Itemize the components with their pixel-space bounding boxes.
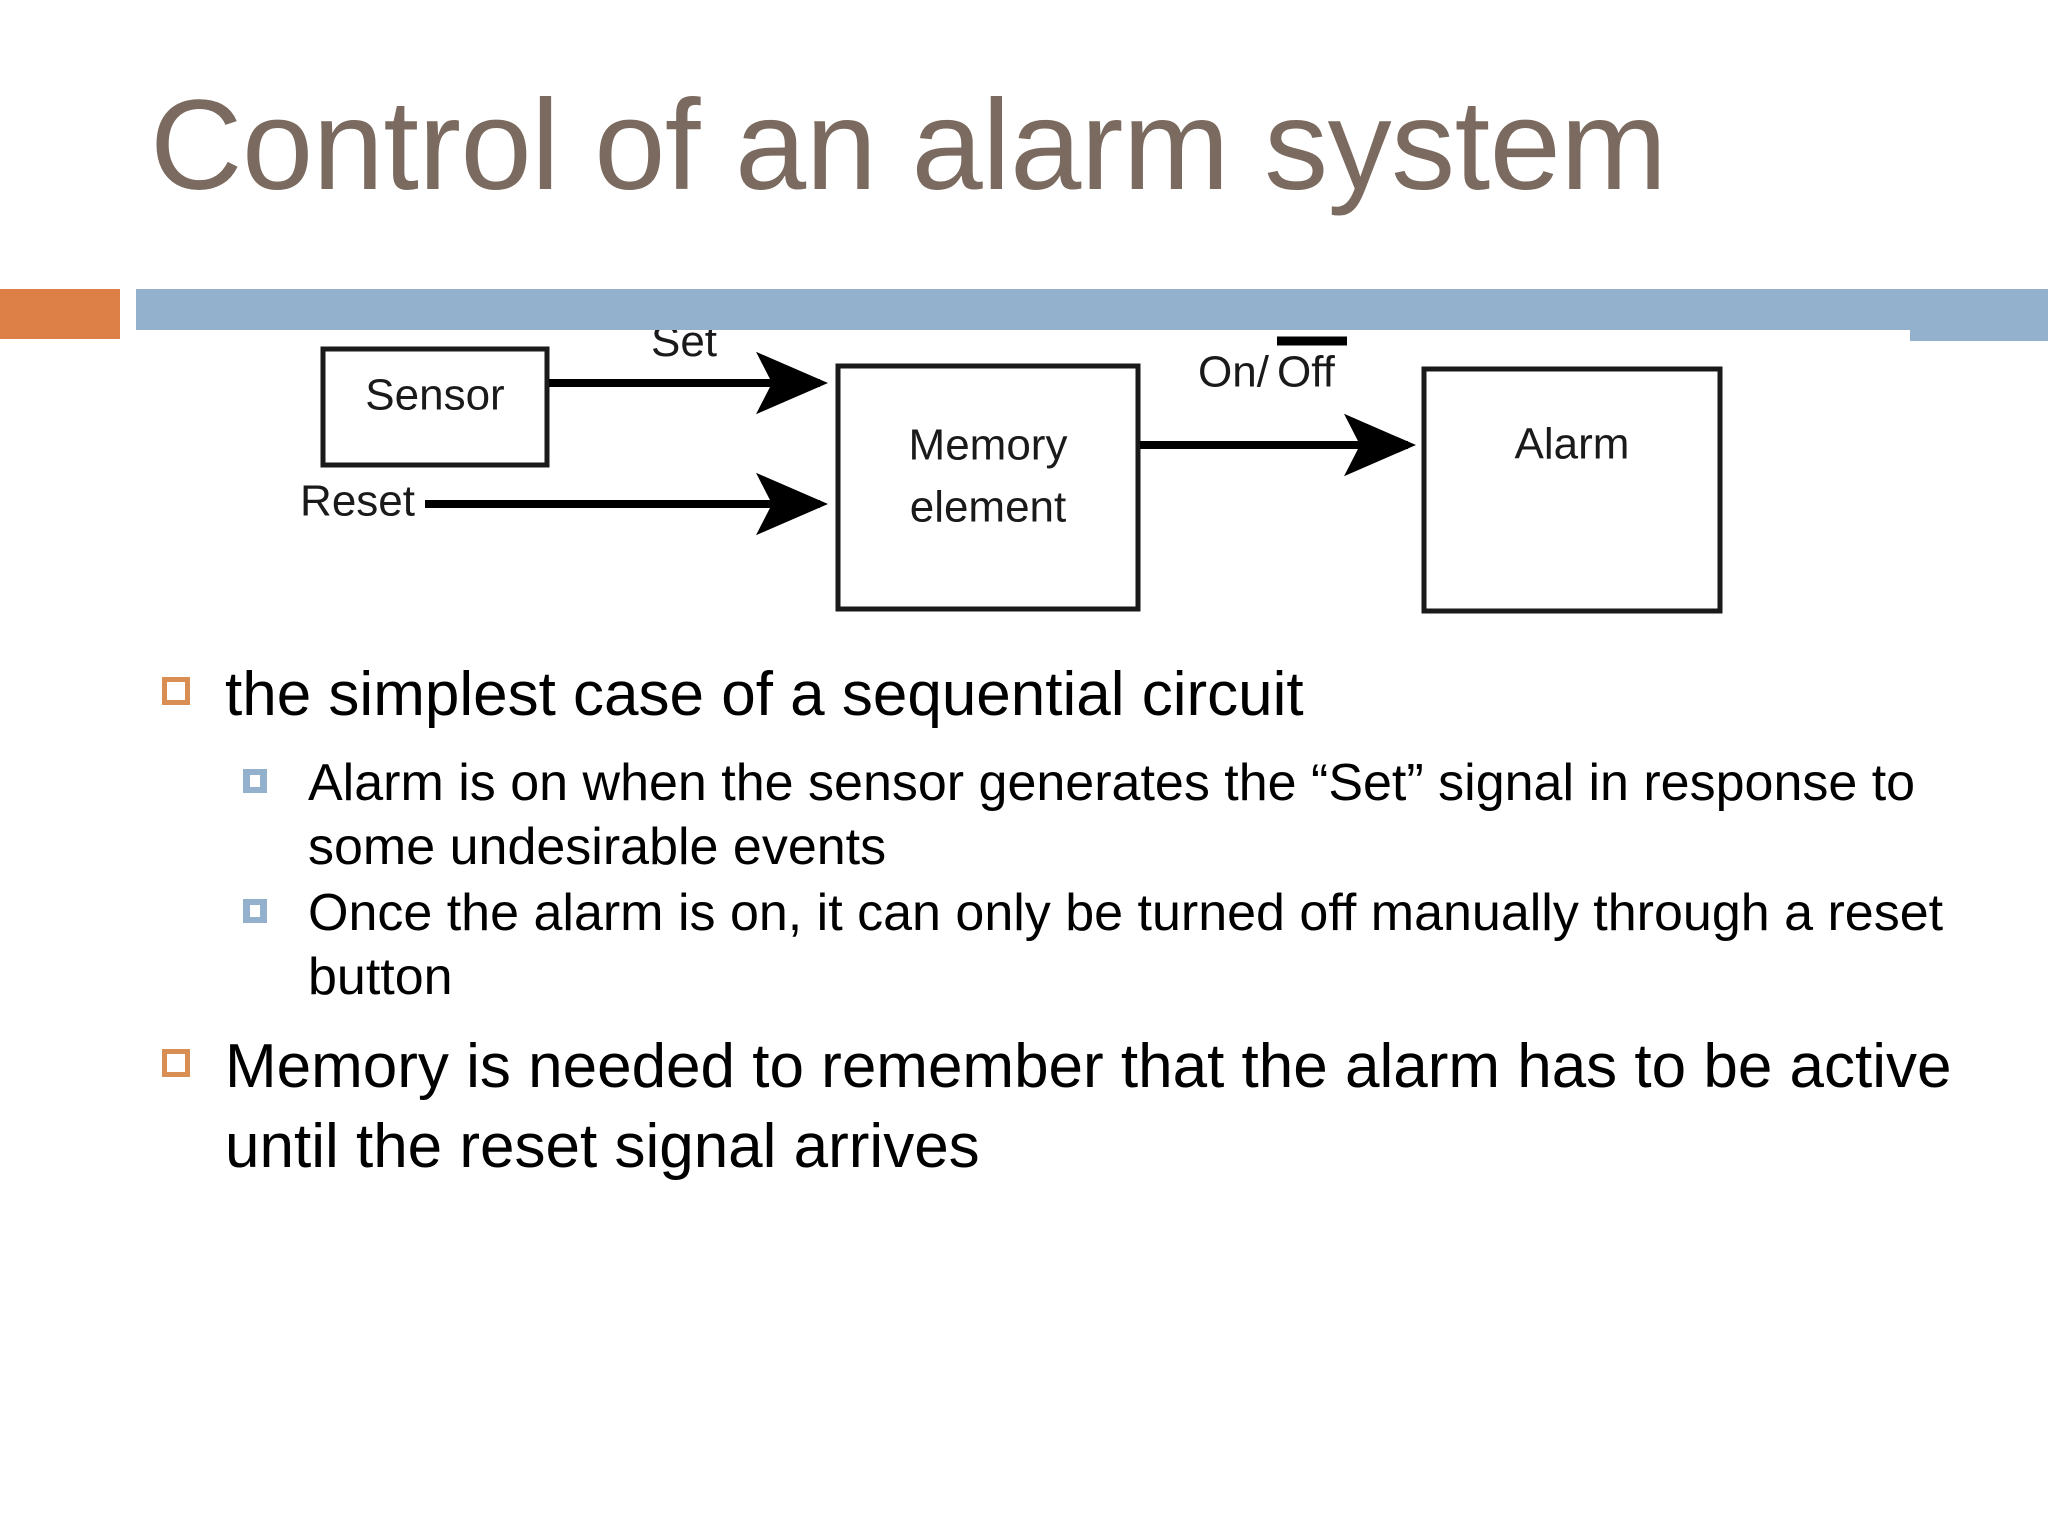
bullet-text: the simplest case of a sequential circui… — [225, 660, 1304, 729]
divider-accent-blue-step — [1910, 289, 2048, 341]
diagram-signal-onoff: On/ Off — [1140, 336, 1416, 477]
slide-body: the simplest case of a sequential circui… — [0, 655, 2048, 1193]
bullet-text: Alarm is on when the sensor generates th… — [308, 754, 1916, 876]
diagram-block-sensor: Sensor — [320, 346, 550, 468]
bullet-marker-square-orange-icon — [162, 677, 190, 705]
diagram-block-alarm-label: Alarm — [1515, 420, 1630, 469]
page-title: Control of an alarm system — [150, 74, 1667, 217]
diagram-signal-reset-label: Reset — [300, 477, 415, 526]
diagram-block-sensor-label: Sensor — [365, 371, 504, 420]
diagram-signal-set-label: Set — [651, 330, 717, 366]
alarm-system-block-diagram: Sensor Memory element Alarm Set Reset On… — [0, 330, 2048, 640]
diagram-signal-onoff-label-on: On/ — [1198, 348, 1270, 397]
bullet-item-level2: Alarm is on when the sensor generates th… — [0, 751, 2048, 879]
diagram-block-memory-label-line1: Memory — [909, 421, 1068, 470]
diagram-signal-onoff-label-off: Off — [1277, 348, 1336, 397]
diagram-block-alarm: Alarm — [1421, 366, 1723, 614]
divider-accent-blue — [136, 289, 2048, 330]
bullet-item-level1: Memory is needed to remember that the al… — [0, 1027, 2015, 1187]
bullet-text: Memory is needed to remember that the al… — [225, 1032, 1952, 1181]
bullet-marker-square-blue-icon — [243, 769, 267, 793]
diagram-signal-reset: Reset — [300, 472, 828, 536]
bullet-sublist: Alarm is on when the sensor generates th… — [0, 751, 2048, 1009]
diagram-block-memory-label-line2: element — [910, 483, 1067, 532]
diagram-signal-set: Set — [549, 330, 828, 415]
bullet-marker-square-blue-icon — [243, 899, 267, 923]
bullet-marker-square-orange-icon — [162, 1049, 190, 1077]
bullet-item-level2: Once the alarm is on, it can only be tur… — [0, 881, 2048, 1009]
bullet-item-level1: the simplest case of a sequential circui… — [0, 655, 2015, 735]
bullet-text: Once the alarm is on, it can only be tur… — [308, 884, 1944, 1006]
diagram-block-memory: Memory element — [835, 363, 1141, 612]
divider-accent-orange — [0, 289, 120, 339]
